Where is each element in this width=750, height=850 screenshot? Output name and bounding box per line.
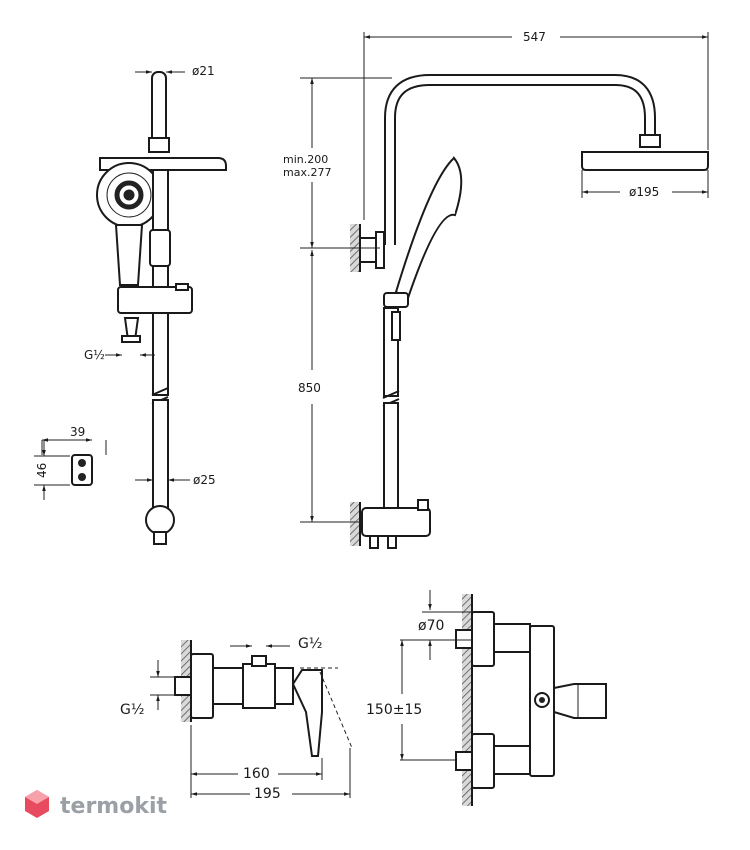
dim-arm-height: min.200 max.277	[283, 77, 392, 249]
dim-hose-dia-label: ø21	[192, 64, 215, 78]
dim-mixer-thread-label: G½	[298, 636, 322, 652]
dim-inlet-dia-label: ø70	[418, 618, 444, 634]
side-view-column	[350, 74, 709, 549]
mixer-front-view	[455, 594, 607, 806]
bottom-connector	[145, 505, 175, 535]
dim-total-height-label: 850	[298, 381, 321, 395]
wall-bracket-detail: 39 46	[34, 425, 107, 500]
side-mixer-body	[361, 507, 431, 537]
dim-head-dia: ø195	[581, 170, 709, 199]
dim-depth-195-label: 195	[254, 786, 281, 802]
mixer-side-view	[174, 640, 353, 757]
dim-centers-label: 150±15	[366, 702, 422, 718]
dim-rail-dia: ø25	[135, 473, 216, 487]
brand-name: termokit	[60, 794, 167, 819]
dim-depth: 160 195	[190, 725, 351, 802]
dim-hose-dia: ø21	[135, 64, 215, 78]
front-view-column	[96, 71, 227, 545]
dim-bracket-width-label: 39	[70, 425, 85, 439]
dim-thread-left: G½	[84, 348, 155, 362]
overhead-shower-side	[581, 151, 709, 171]
shower-nozzles	[114, 180, 144, 210]
dim-centers: 150±15	[366, 639, 456, 761]
dim-bracket-height-label: 46	[35, 463, 49, 478]
dim-thread-left-label: G½	[84, 348, 105, 362]
hand-shower-side	[394, 157, 456, 300]
dim-top-width: 547	[363, 30, 709, 220]
dim-head-dia-label: ø195	[629, 185, 659, 199]
dim-mixer-thread: G½	[230, 636, 322, 652]
dim-mixer-thread-side-label: G½	[120, 702, 144, 718]
brand-logo: termokit	[25, 790, 167, 819]
mixer-front-lever	[553, 683, 607, 719]
dim-depth-160-label: 160	[243, 766, 270, 782]
dim-total-height: 850	[298, 250, 362, 523]
dim-top-width-label: 547	[523, 30, 546, 44]
slider-bracket	[117, 286, 193, 314]
rail-upper	[152, 169, 169, 396]
hand-shower-handle	[114, 224, 144, 286]
dim-arm-min-label: min.200	[283, 153, 328, 166]
rail-lower	[152, 399, 169, 509]
dim-rail-dia-label: ø25	[193, 473, 216, 487]
mixer-lever	[291, 669, 323, 757]
dim-arm-max-label: max.277	[283, 166, 331, 179]
dim-mixer-thread-side: G½	[120, 660, 175, 718]
